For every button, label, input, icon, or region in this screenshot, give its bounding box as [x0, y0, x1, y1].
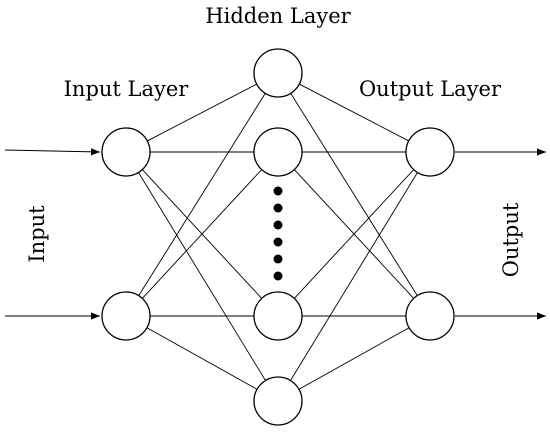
ellipsis-dot-4: [273, 237, 283, 247]
output-side-label: Output: [499, 202, 523, 277]
ellipsis-dot-3: [273, 220, 283, 230]
output-layer-label: Output Layer: [359, 77, 502, 101]
ellipsis-dot-6: [273, 271, 283, 281]
input-node-1: [101, 127, 151, 177]
io-arrows: [4, 148, 546, 320]
connection-input-hidden-1-1: [147, 83, 257, 142]
connection-hidden-output-3-1: [293, 169, 415, 299]
hidden-node-2: [253, 127, 303, 177]
connection-input-hidden-2-2: [141, 169, 263, 299]
input-layer-label: Input Layer: [64, 77, 190, 101]
output-node-2: [405, 291, 455, 341]
output-node-1: [405, 127, 455, 177]
connection-hidden-output-1-2: [290, 93, 418, 296]
hidden-node-3: [253, 291, 303, 341]
connection-input-hidden-2-4: [146, 327, 258, 390]
hidden-node-1: [253, 48, 303, 98]
connection-input-hidden-1-4: [138, 172, 266, 381]
input-node-2: [101, 291, 151, 341]
connection-input-hidden-2-1: [138, 93, 266, 296]
input-arrow-top: [4, 148, 101, 156]
ellipsis-dot-5: [273, 254, 283, 264]
ellipsis-dot-1: [273, 186, 283, 196]
nodes: [101, 48, 455, 426]
ellipsis-dot-2: [273, 203, 283, 213]
hidden-node-4: [253, 376, 303, 426]
connection-hidden-output-4-1: [290, 172, 418, 381]
connection-hidden-output-1-1: [299, 83, 409, 142]
input-side-label: Input: [25, 205, 49, 263]
connection-hidden-output-4-2: [298, 327, 410, 390]
hidden-layer-label: Hidden Layer: [205, 4, 351, 28]
hidden-ellipsis: [273, 186, 283, 281]
connections: [138, 83, 418, 390]
